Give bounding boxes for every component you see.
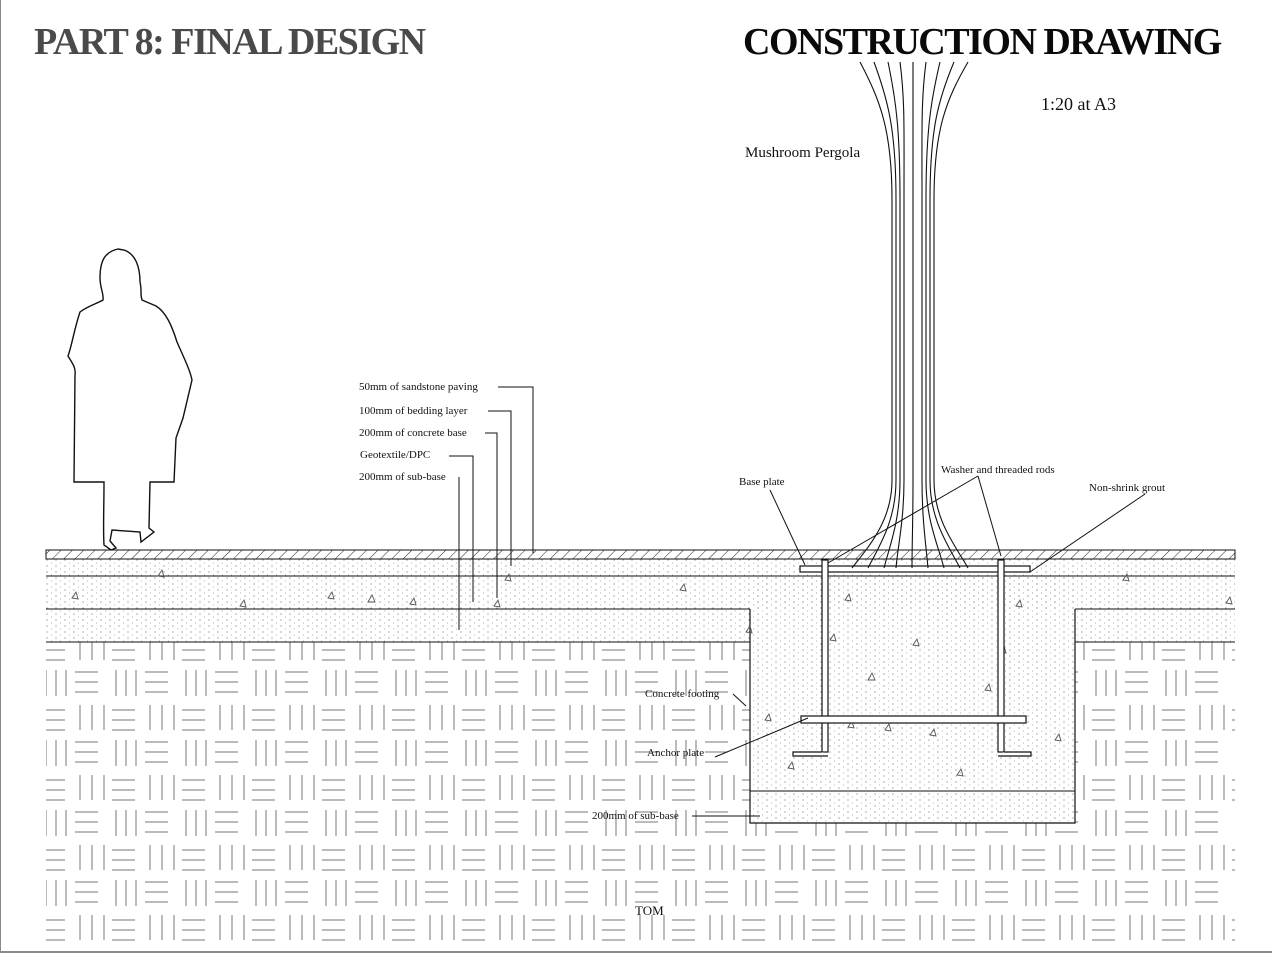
human-scale-figure [67, 248, 193, 551]
layer-label-bedding: 100mm of bedding layer [359, 405, 468, 417]
drawing-scale: 1:20 at A3 [1041, 94, 1116, 114]
author-label: TOM [635, 903, 664, 918]
callout-grout: Non-shrink grout [1089, 482, 1166, 494]
concrete-footing [749, 576, 1076, 824]
layer-label-subbase: 200mm of sub-base [359, 471, 446, 483]
sheet-border-left [0, 0, 1, 953]
soil-hatch [46, 642, 1235, 942]
callout-base-plate: Base plate [739, 476, 785, 488]
steel-fixings [792, 559, 1032, 757]
callout-anchor-plate: Anchor plate [647, 747, 705, 759]
callout-washer-rods: Washer and threaded rods [941, 464, 1055, 476]
pergola-label: Mushroom Pergola [745, 145, 861, 161]
leader-lines [449, 386, 1146, 817]
sheet-border-bottom [0, 951, 1272, 953]
layer-label-concrete: 200mm of concrete base [359, 427, 467, 439]
drawing-title: CONSTRUCTION DRAWING [743, 21, 1222, 63]
layer-label-geotextile: Geotextile/DPC [360, 449, 431, 461]
sub-base-layer [46, 609, 1235, 643]
part-title: PART 8: FINAL DESIGN [34, 21, 426, 63]
layer-label-paving: 50mm of sandstone paving [359, 381, 478, 393]
callout-footing-subbase: 200mm of sub-base [592, 810, 679, 822]
callout-footing: Concrete footing [645, 688, 720, 700]
mushroom-pergola-stem [851, 61, 969, 569]
